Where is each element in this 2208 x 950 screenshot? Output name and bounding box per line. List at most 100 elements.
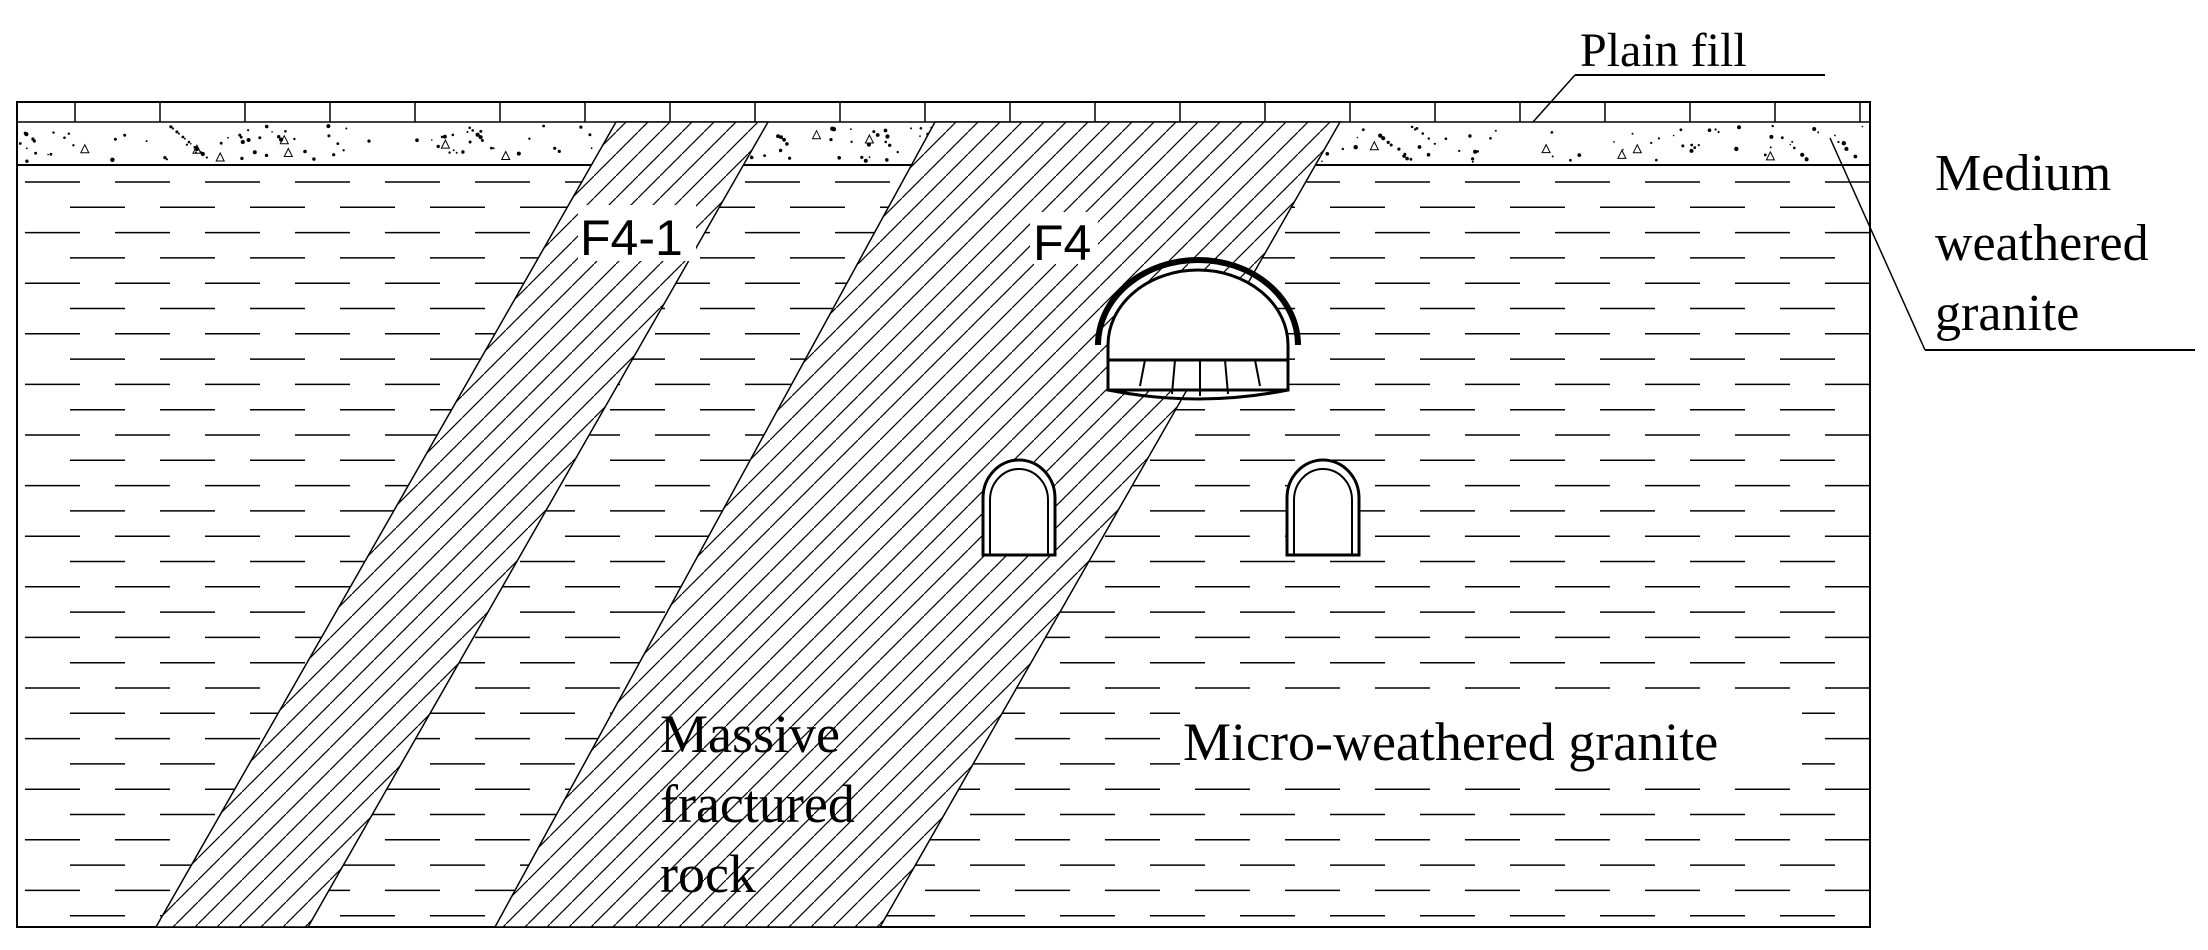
granite-dot <box>448 151 451 154</box>
granite-dot <box>778 148 783 153</box>
granite-dot <box>1550 131 1554 134</box>
granite-dot <box>25 147 28 150</box>
granite-dot <box>1763 153 1767 157</box>
granite-triangle <box>279 134 290 145</box>
granite-dot <box>1389 143 1393 147</box>
granite-dot <box>478 135 483 140</box>
granite-dot <box>875 133 880 137</box>
granite-dot <box>284 130 287 133</box>
granite-dot <box>590 147 593 150</box>
granite-dot <box>490 146 493 150</box>
granite-dot <box>885 158 889 162</box>
granite-dot <box>1689 148 1694 153</box>
granite-dot <box>1817 131 1820 134</box>
granite-dot <box>1413 128 1417 131</box>
granite-dot <box>492 147 495 150</box>
granite-dot <box>1690 143 1694 147</box>
granite-dot <box>1325 152 1330 156</box>
granite-dot <box>1861 125 1864 128</box>
granite-dot <box>177 132 180 135</box>
large-tunnel <box>1095 257 1301 401</box>
granite-dot <box>1361 128 1365 132</box>
granite-dot <box>883 128 888 133</box>
granite-dot <box>863 158 868 163</box>
granite-dot <box>1458 149 1461 152</box>
granite-dot <box>1551 155 1554 158</box>
f4-label-backdrop <box>1030 212 1098 264</box>
granite-dot <box>885 134 890 139</box>
granite-triangle <box>1765 150 1776 161</box>
granite-triangle <box>1632 143 1643 154</box>
granite-triangle <box>1369 140 1380 151</box>
granite-dot <box>829 138 833 142</box>
granite-dot <box>516 151 521 156</box>
plain-fill-ticks <box>74 102 1861 122</box>
granite-dot <box>293 137 296 141</box>
massive-label-line-3: rock <box>660 844 756 904</box>
granite-dot <box>1697 144 1700 147</box>
granite-dot <box>258 136 262 140</box>
granite-dot <box>1494 129 1497 132</box>
granite-dot <box>52 131 55 134</box>
granite-dot <box>452 149 455 152</box>
granite-dot <box>788 156 792 160</box>
micro-weathered-label: Micro-weathered granite <box>1183 712 1718 772</box>
granite-dot <box>184 137 186 140</box>
granite-dot <box>455 151 458 154</box>
granite-dot <box>1655 158 1658 162</box>
granite-dot <box>1693 146 1697 150</box>
granite-dot <box>67 132 71 135</box>
fault-label-f4-1: F4-1 <box>580 210 683 266</box>
granite-dot <box>1356 136 1359 139</box>
granite-dot <box>47 153 49 156</box>
granite-dot <box>1737 125 1741 130</box>
granite-dot <box>367 139 371 143</box>
granite-dot <box>1769 134 1774 139</box>
granite-dot <box>238 133 242 137</box>
granite-dot <box>866 142 871 147</box>
medium-weathered-label-line-3: granite <box>1935 285 2079 342</box>
granite-dot <box>1405 156 1409 161</box>
granite-dot <box>1780 136 1784 140</box>
granite-dot <box>264 153 269 158</box>
granite-dot <box>1707 128 1712 132</box>
granite-dot <box>1417 145 1422 149</box>
granite-dot <box>850 140 853 143</box>
granite-dot <box>1717 130 1720 134</box>
granite-dot <box>1444 137 1448 140</box>
granite-dot <box>431 139 433 141</box>
granite-dot <box>480 139 484 142</box>
granite-dot <box>779 135 783 140</box>
micro-weathered-label-backdrop <box>1180 712 1802 772</box>
granite-dot <box>25 159 29 163</box>
granite-dot <box>1791 140 1794 143</box>
granite-dot <box>896 150 899 154</box>
plain-fill-leader <box>1532 74 1825 123</box>
granite-dot <box>175 130 179 134</box>
granite-dot <box>24 132 29 137</box>
granite-dot <box>72 144 75 147</box>
granite-dot <box>1426 152 1431 157</box>
granite-dot <box>1471 160 1474 163</box>
granite-dot <box>219 141 223 145</box>
granite-triangle <box>215 151 226 162</box>
granite-dot <box>264 124 269 129</box>
granite-dot <box>1714 128 1717 131</box>
granite-dot <box>190 143 192 145</box>
granite-dot <box>205 156 208 159</box>
granite-triangle <box>500 150 511 160</box>
granite-dot <box>1631 132 1634 135</box>
granite-dot <box>171 127 174 130</box>
granite-dot <box>468 126 472 130</box>
granite-dot <box>345 127 348 130</box>
medium-weathered-label-line-2: weathered <box>1935 215 2149 272</box>
granite-dot <box>1681 144 1685 148</box>
granite-dot <box>1427 137 1431 140</box>
granite-dot <box>1789 143 1792 146</box>
granite-dot <box>1769 146 1772 149</box>
granite-dot <box>271 131 273 133</box>
granite-dot <box>326 124 331 129</box>
granite-dot <box>1672 134 1675 137</box>
granite-dot <box>528 137 531 140</box>
